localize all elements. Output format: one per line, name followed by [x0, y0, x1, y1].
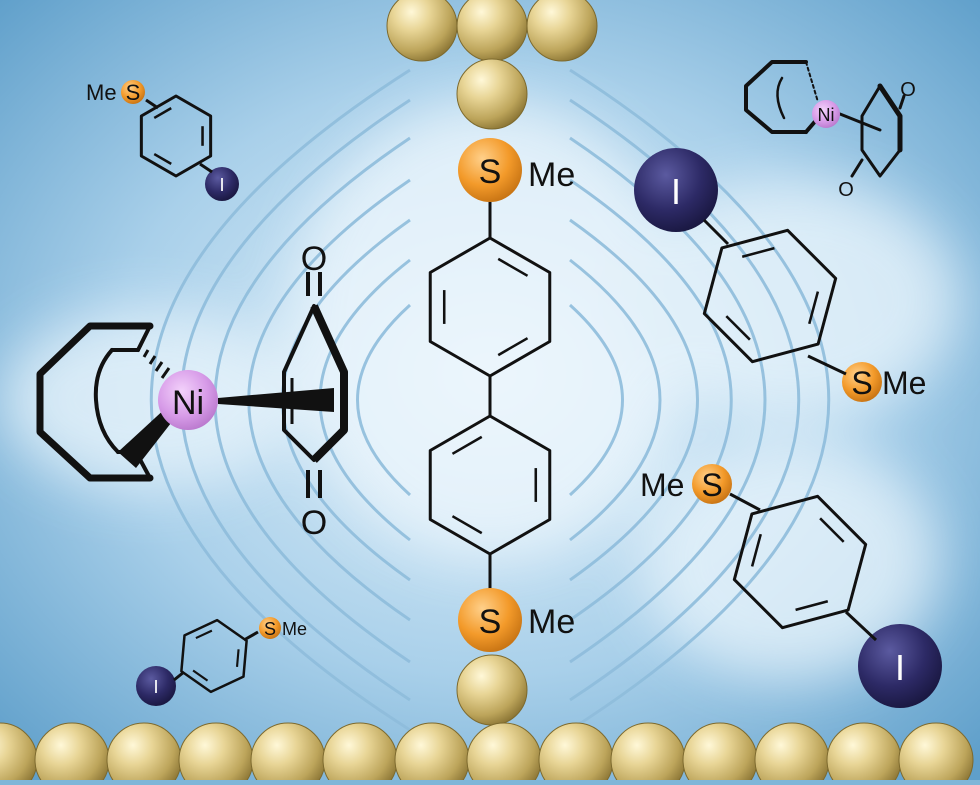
- benzene-ring: [702, 228, 838, 364]
- iodine-label: I: [895, 647, 905, 688]
- ni-quinone-bond: [218, 388, 334, 412]
- iodine-atom: [858, 624, 942, 708]
- nickel-label-small: Ni: [818, 105, 835, 125]
- cyclooctadiene-outer: [36, 322, 154, 482]
- oxygen-label-small-top: O: [900, 79, 916, 101]
- sulfur-atom-bottom: [458, 588, 522, 652]
- gold-electrode-top: [386, 0, 598, 130]
- double-bond: [497, 257, 529, 277]
- gold-electrode-bottom: [0, 654, 974, 785]
- duroquinone-front-edge: [310, 304, 348, 463]
- nickel-atom-small: [812, 100, 840, 128]
- bond: [173, 670, 185, 682]
- double-bond: [819, 517, 845, 543]
- methyl-label-top: Me: [528, 156, 575, 194]
- iodine-atom: [634, 148, 718, 232]
- iodine-atom: [136, 666, 176, 706]
- carbonyl-bond: [898, 94, 906, 110]
- hashed-bond: [136, 344, 171, 379]
- nickel-complex-small: Ni O O: [744, 60, 916, 201]
- methyl-label: Me: [282, 619, 307, 639]
- double-bond: [750, 533, 762, 567]
- nickel-complex-large: Ni O O: [36, 240, 348, 542]
- ring-outline: [732, 494, 868, 630]
- sulfur-atom: [692, 464, 732, 504]
- double-bond: [497, 337, 529, 357]
- field-line: [356, 303, 412, 497]
- methyl-label: Me: [640, 467, 684, 503]
- iodothioanisole-small-top-left: Me S I: [86, 80, 239, 201]
- gold-atom: [456, 654, 528, 726]
- sulfur-label: S: [126, 80, 141, 105]
- double-bond: [808, 291, 820, 325]
- double-bond: [153, 152, 172, 165]
- methyl-label: Me: [86, 80, 117, 105]
- ring-outline: [139, 94, 213, 178]
- iodine-label: I: [153, 677, 158, 697]
- nickel-label-large: Ni: [172, 384, 204, 422]
- benzene-ring: [180, 618, 248, 694]
- double-bond: [153, 107, 172, 120]
- sulfur-label: S: [264, 619, 276, 639]
- iodine-label: I: [671, 171, 681, 212]
- field-line: [569, 218, 699, 582]
- methyl-label-bottom: Me: [528, 603, 575, 641]
- sulfur-label-bottom: S: [479, 603, 502, 641]
- bond: [729, 492, 761, 512]
- ni-quinone-bond: [838, 112, 882, 132]
- bond: [807, 354, 847, 376]
- iodine-atom: [205, 167, 239, 201]
- sulfur-atom: [259, 617, 281, 639]
- sulfur-atom: [842, 362, 882, 402]
- nickel-atom-large: [158, 370, 218, 430]
- gold-atom: [526, 0, 598, 62]
- cyclooctadiene-outer: [744, 60, 808, 134]
- bond: [199, 162, 213, 174]
- iodothioanisole-small-bottom-left: I S Me: [136, 617, 307, 706]
- iodothioanisole-right-top: I S Me: [634, 148, 926, 402]
- benzene-ring: [732, 494, 868, 630]
- sulfur-label: S: [851, 365, 872, 401]
- gold-atom: [456, 58, 528, 130]
- bond: [702, 218, 730, 246]
- field-line: [568, 303, 624, 497]
- iodine-label: I: [219, 175, 224, 195]
- ring-outline: [180, 618, 248, 694]
- iodothioanisole-right-bottom: Me S I: [640, 464, 942, 708]
- double-bond: [192, 669, 209, 682]
- wedge-bond: [118, 406, 178, 468]
- field-line: [569, 178, 733, 622]
- oxygen-label-bottom: O: [301, 504, 327, 542]
- cyclooctadiene-inner: [93, 348, 120, 454]
- benzene-ring: [139, 94, 213, 178]
- methyl-label: Me: [882, 365, 926, 401]
- double-bond: [725, 315, 751, 341]
- double-bond: [451, 435, 483, 455]
- sulfur-label: S: [701, 467, 722, 503]
- double-bond: [235, 649, 240, 667]
- hashed-bond: [805, 61, 819, 103]
- double-bond: [451, 515, 483, 535]
- field-line: [569, 258, 662, 542]
- ring-outline: [702, 228, 838, 364]
- double-bond: [741, 246, 775, 258]
- carbonyl-bond: [850, 158, 864, 178]
- double-bond: [195, 629, 213, 640]
- gold-atom: [898, 722, 974, 785]
- oxygen-label-small-bottom: O: [838, 179, 854, 201]
- double-bond: [795, 600, 829, 612]
- sulfur-atom-top: [458, 138, 522, 202]
- field-line: [149, 68, 411, 732]
- duroquinone-front-edge: [877, 83, 903, 153]
- cyclooctadiene-inner: [776, 76, 786, 120]
- sulfur-atom: [121, 80, 145, 104]
- central-molecule: S Me S Me: [428, 138, 575, 652]
- bond: [145, 98, 159, 110]
- oxygen-label-top: O: [301, 240, 327, 278]
- sulfur-label-top: S: [479, 153, 502, 191]
- bond: [243, 630, 259, 642]
- bond: [844, 610, 878, 642]
